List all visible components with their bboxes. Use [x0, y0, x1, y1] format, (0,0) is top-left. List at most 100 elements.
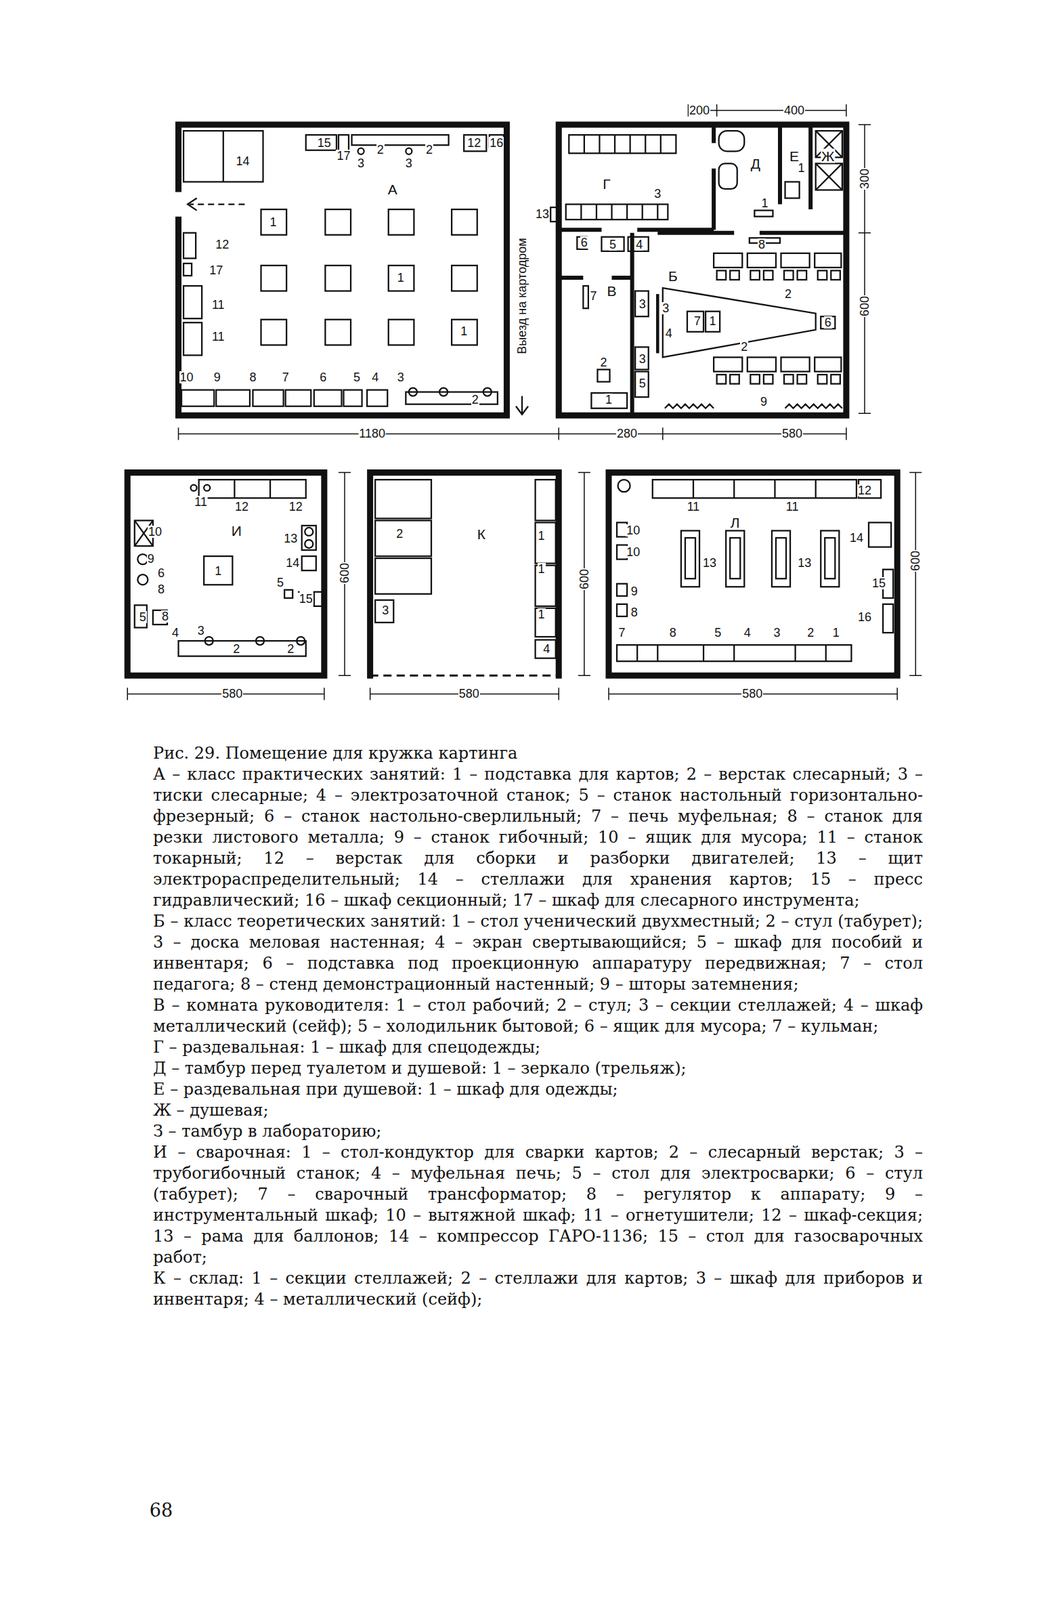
- equipment: [190, 484, 198, 491]
- callout-number: 4: [635, 238, 644, 251]
- wall: [608, 472, 898, 676]
- callout-number: 12: [214, 238, 230, 251]
- room-area: Е: [780, 127, 811, 204]
- callout-number: 4: [542, 642, 551, 655]
- equipment: [284, 589, 293, 598]
- equipment: [451, 319, 478, 346]
- equipment: [815, 163, 843, 190]
- equipment: [717, 270, 727, 280]
- equipment: [134, 604, 147, 627]
- equipment: [304, 527, 313, 536]
- equipment: [747, 253, 776, 268]
- callout-number: 1: [537, 608, 546, 621]
- equipment: [635, 291, 649, 317]
- callout-number: 17: [208, 264, 224, 277]
- callout-number: 3: [404, 157, 414, 170]
- equipment: [693, 479, 816, 498]
- room-letter: Д: [750, 155, 762, 170]
- equipment: [582, 285, 589, 309]
- callout-number: 2: [784, 287, 793, 300]
- equipment: [781, 356, 810, 372]
- equipment: [137, 574, 148, 585]
- callout-number: 17: [335, 149, 351, 162]
- equipment: [815, 163, 843, 190]
- callout-number: 3: [772, 626, 781, 639]
- callout-number: 10: [625, 524, 641, 537]
- callout-number: 3: [661, 301, 670, 315]
- equipment: [635, 346, 649, 370]
- equipment: [375, 599, 394, 623]
- room-letter: И: [230, 523, 243, 538]
- callout-number: 1: [459, 325, 468, 338]
- callout-number: 3: [638, 352, 647, 365]
- callout-number: 5: [352, 371, 361, 384]
- callout-number: 3: [638, 297, 647, 311]
- equipment: [685, 537, 696, 579]
- equipment: [388, 319, 415, 346]
- equipment: [817, 270, 828, 280]
- callout-number: 1: [537, 529, 546, 542]
- callout-number: 13: [702, 556, 718, 569]
- equipment: [296, 636, 305, 645]
- room-letter: В: [606, 283, 618, 298]
- equipment: [301, 525, 317, 550]
- dimension-line: [127, 104, 922, 700]
- equipment: [187, 198, 198, 211]
- callout-number: 8: [161, 610, 170, 623]
- equipment: [771, 530, 791, 587]
- callout-number: 580: [221, 687, 244, 700]
- callout-number: 7: [281, 371, 290, 384]
- callout-number: 8: [668, 626, 678, 639]
- equipment: [261, 209, 288, 235]
- callout-number: 13: [283, 532, 298, 545]
- equipment: [747, 356, 776, 372]
- callout-number: 8: [757, 238, 766, 251]
- callout-number: 2: [740, 340, 749, 353]
- equipment: [729, 537, 741, 579]
- equipment: [405, 148, 412, 155]
- room-letter: А: [387, 181, 399, 196]
- callout-number: 6: [318, 371, 328, 384]
- dimension-line: [370, 472, 591, 701]
- equipment: [325, 209, 351, 235]
- equipment: [618, 479, 631, 492]
- equipment: [408, 387, 418, 397]
- equipment: [601, 236, 624, 252]
- callout-number: 1180: [358, 427, 386, 440]
- equipment: [183, 322, 202, 355]
- callout-number: 14: [285, 556, 300, 569]
- partition: [370, 674, 560, 677]
- equipment: [656, 293, 660, 353]
- equipment: [183, 232, 196, 259]
- callout-number: 3: [381, 603, 390, 617]
- vertical-label: 300: [858, 167, 871, 189]
- equipment: [203, 484, 210, 491]
- callout-number: 15: [871, 576, 887, 590]
- equipment: [814, 356, 841, 372]
- callout-number: 400: [783, 104, 806, 117]
- equipment: [713, 253, 743, 268]
- equipment: [183, 130, 263, 182]
- equipment: [199, 479, 307, 498]
- equipment: [535, 479, 556, 520]
- callout-number: 2: [599, 356, 608, 369]
- equipment: [203, 555, 233, 585]
- dimension-line: [178, 427, 847, 440]
- equipment: [750, 374, 760, 384]
- equipment: [616, 603, 627, 617]
- callout-number: 14: [849, 531, 864, 544]
- room-letter: Б: [667, 268, 679, 283]
- callout-number: 4: [171, 626, 180, 639]
- equipment: [635, 371, 649, 398]
- callout-number: 9: [213, 371, 222, 384]
- callout-number: 7: [618, 626, 627, 639]
- equipment: [830, 270, 841, 280]
- equipment: [521, 396, 523, 414]
- room-area: К: [373, 475, 557, 674]
- equipment: [785, 181, 800, 198]
- equipment: [868, 522, 892, 547]
- room-area: Г: [560, 127, 714, 230]
- equipment: [566, 204, 669, 221]
- callout-number: 1: [213, 564, 223, 577]
- equipment: [535, 639, 556, 659]
